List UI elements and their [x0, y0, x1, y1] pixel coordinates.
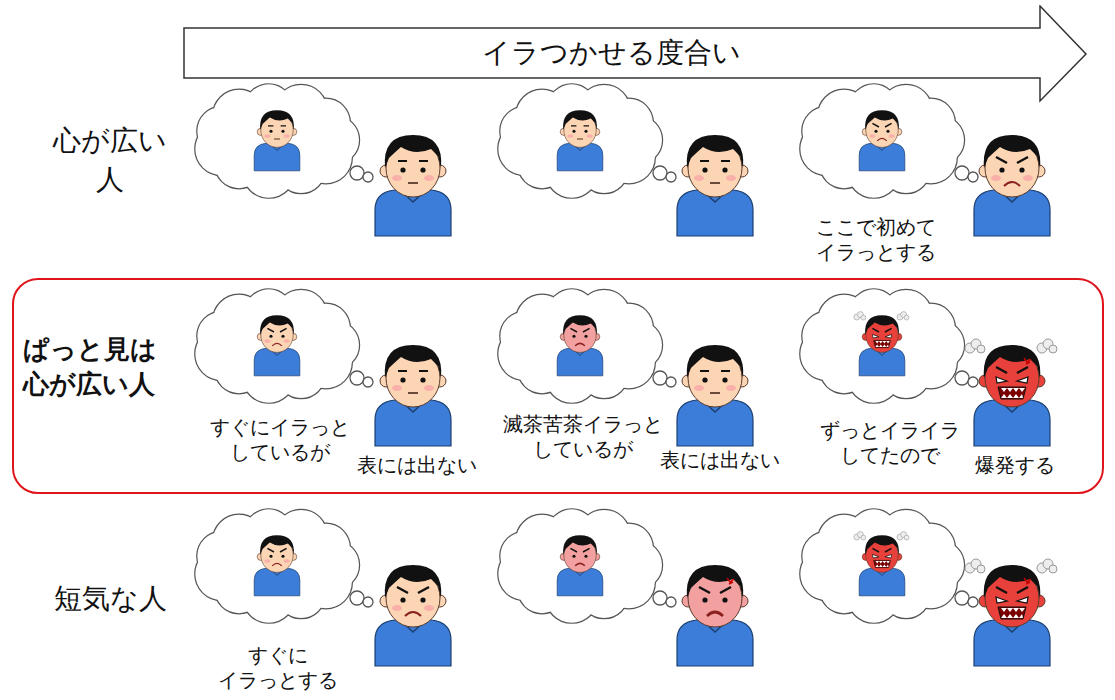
person-figure — [965, 339, 1057, 446]
person-figure — [557, 110, 603, 171]
thought-bubble — [195, 509, 373, 622]
row-label: 短気な人 — [54, 581, 167, 616]
band-heading: ぱっと見は 心が広い人 — [23, 332, 157, 402]
degree-arrow: イラつかせる度合い — [183, 5, 1088, 103]
thought-bubble — [195, 84, 373, 197]
person-figure — [375, 345, 451, 446]
person-figure — [557, 315, 603, 376]
person-figure — [375, 135, 451, 236]
person-figure — [677, 135, 753, 236]
person-figure — [375, 565, 451, 666]
thought-bubble — [800, 289, 978, 402]
annotation: ずっとイライラ してたので — [820, 418, 960, 468]
person-figure — [254, 535, 300, 596]
person-figure — [557, 535, 603, 596]
annotation: 滅茶苦茶イラっと しているが — [503, 412, 663, 462]
thought-bubble — [498, 289, 676, 402]
person-figure — [254, 110, 300, 171]
highlight-band: ぱっと見は 心が広い人 — [12, 278, 1104, 494]
person-figure — [974, 135, 1050, 236]
thought-bubble — [800, 509, 978, 622]
annotation: 爆発する — [975, 453, 1055, 478]
thought-bubble — [498, 509, 676, 622]
annotation: すぐにイラっと しているが — [210, 415, 350, 465]
annotation: 表には出ない — [357, 453, 477, 478]
annotation: 表には出ない — [660, 448, 780, 473]
person-figure — [677, 565, 753, 666]
person-figure — [859, 110, 905, 171]
person-figure — [677, 345, 753, 446]
row-label: 心が広い 人 — [53, 121, 167, 199]
thought-bubble — [195, 289, 373, 402]
annotation: ここで初めて イラっとする — [816, 215, 936, 265]
thought-bubble — [800, 84, 978, 197]
person-figure — [965, 559, 1057, 666]
person-figure — [854, 532, 909, 596]
person-figure — [254, 315, 300, 376]
person-figure — [854, 312, 909, 376]
thought-bubble — [498, 84, 676, 197]
annotation: すぐに イラっとする — [218, 643, 338, 693]
arrow-label: イラつかせる度合い — [183, 28, 1040, 78]
